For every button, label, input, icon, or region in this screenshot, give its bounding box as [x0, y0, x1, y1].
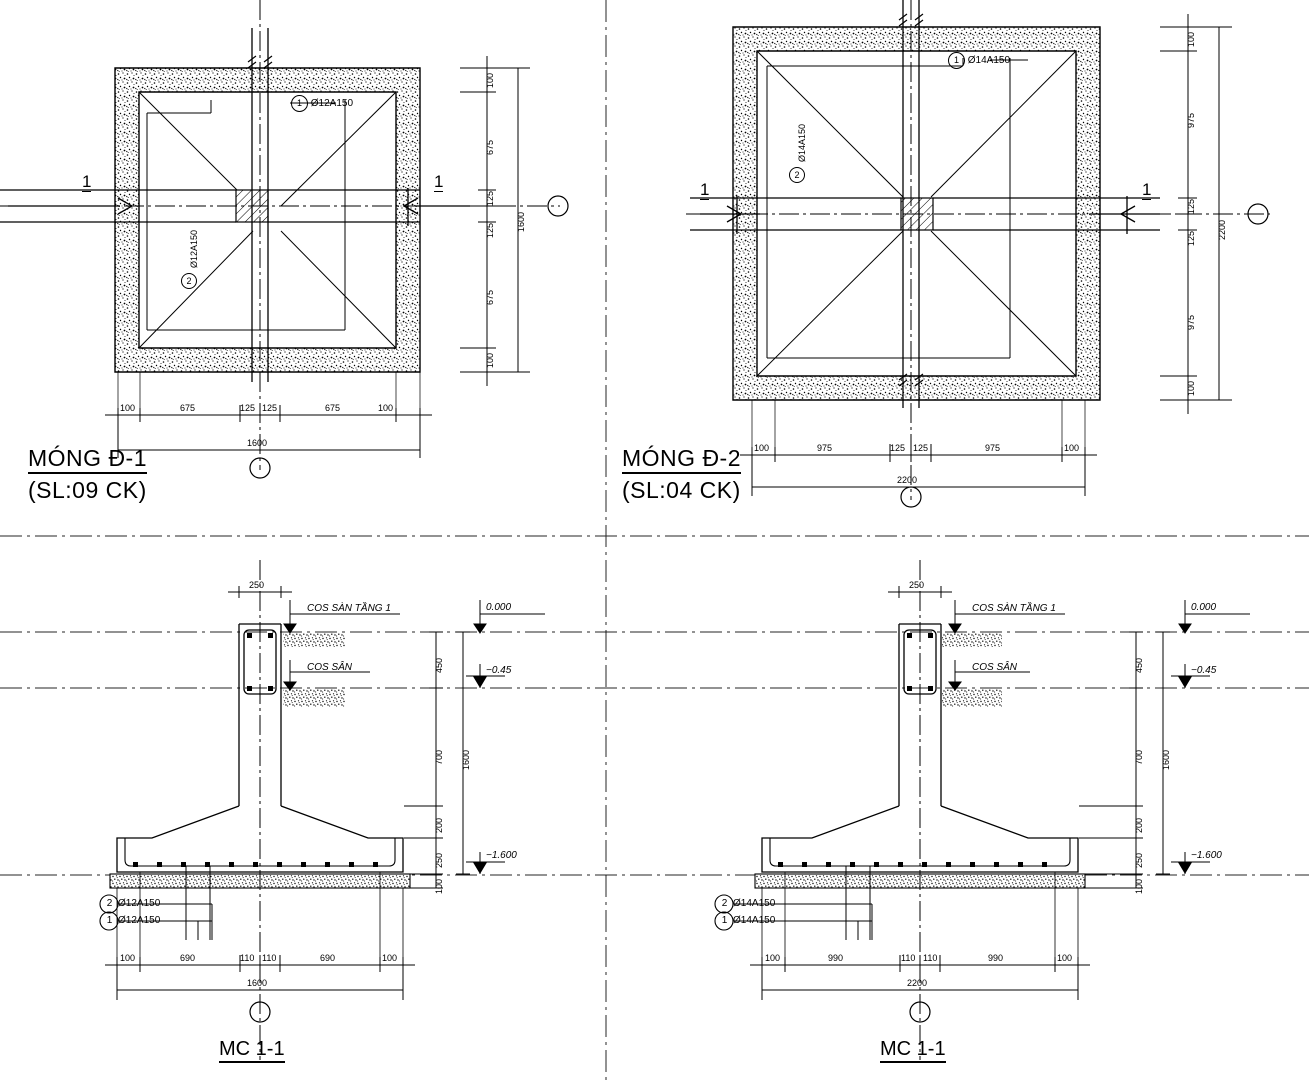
dim-d1-plan-v-3: 125	[485, 222, 495, 238]
dim-d1-sec-v-1: 700	[434, 749, 444, 765]
dim-d2-plan-h-3: 125	[913, 443, 929, 453]
rebar-label-2-d2-sec: Ø14A150	[733, 898, 776, 909]
section-mark-right-d1: 1	[434, 172, 444, 192]
dim-d1-plan-h-4: 675	[325, 403, 341, 413]
dim-d2-sec-v-0: 450	[1134, 657, 1144, 673]
rebar-label-2-d1-sec: Ø12A150	[118, 898, 161, 909]
plan-title-d1: MÓNG Đ-1	[28, 445, 147, 474]
section-mark-left-d2: 1	[700, 180, 710, 200]
rebar-label-2-d1-plan: Ø12A150	[189, 229, 199, 268]
plan-qty-d1: (SL:09 CK)	[28, 477, 147, 503]
section-mark-left-d1: 1	[82, 172, 92, 192]
dim-d1-sec-h-total: 1600	[247, 978, 268, 988]
dim-d2-sec-h-2: 110	[901, 953, 916, 963]
dim-d2-plan-v-2: 125	[1186, 198, 1196, 214]
dim-d1-plan-h-3: 125	[262, 403, 278, 413]
dim-d1-plan-h-2: 125	[240, 403, 256, 413]
dim-d1-sec-h-0: 100	[120, 953, 136, 963]
rebar-label-1-d1-plan: Ø12A150	[310, 98, 354, 109]
rebar-label-1-d1-sec: Ø12A150	[118, 915, 161, 926]
dim-d1-sec-v-0: 450	[434, 657, 444, 673]
callout-circle-2-d2-plan: 2	[789, 167, 805, 183]
dim-d1-plan-h-1: 675	[180, 403, 196, 413]
dim-d2-plan-h-total: 2200	[897, 475, 918, 485]
section-title-d2: MC 1-1	[880, 1038, 946, 1063]
level-d1-0: 0.000	[486, 602, 512, 613]
callout-mark-1-d2-sec: 1	[721, 915, 728, 926]
rebar-label-1-d2-sec: Ø14A150	[733, 915, 776, 926]
level-d2-1: −0.45	[1191, 665, 1217, 676]
dim-d1-plan-h-total: 1600	[247, 438, 268, 448]
rebar-label-2-d2-plan: Ø14A150	[797, 123, 807, 162]
callout-circle-1-d2: 1	[948, 52, 965, 69]
rebar-callout-1-d1-plan: 1 Ø12A150	[291, 95, 353, 112]
dim-d2-sec-h-5: 100	[1057, 953, 1073, 963]
dim-d2-plan-h-5: 100	[1064, 443, 1080, 453]
dim-d2-plan-h-0: 100	[754, 443, 770, 453]
dim-d1-plan-v-4: 675	[485, 289, 495, 305]
dim-d2-sec-h-3: 110	[923, 953, 938, 963]
dim-d2-plan-v-total: 2200	[1217, 219, 1227, 240]
dim-d2-plan-v-4: 975	[1186, 314, 1196, 330]
dim-d2-plan-h-2: 125	[890, 443, 906, 453]
callout-circle-1: 1	[291, 95, 308, 112]
dim-d2-sec-v-3: 250	[1134, 852, 1144, 868]
level-d2-2: −1.600	[1191, 850, 1222, 861]
dim-d1-plan-h-5: 100	[378, 403, 394, 413]
dim-d2-plan-h-4: 975	[985, 443, 1001, 453]
dim-d2-plan-v-1: 975	[1186, 112, 1196, 128]
dim-d2-sec-v-1: 700	[1134, 749, 1144, 765]
dim-d1-sec-h-1: 690	[180, 953, 196, 963]
dim-d1-plan-v-0: 100	[485, 72, 495, 88]
callout-mark-2-d2-sec: 2	[721, 898, 728, 909]
level-note-d1-1: COS SÂN	[307, 662, 353, 673]
section-mark-right-d2: 1	[1142, 180, 1152, 200]
dim-d1-plan-h-0: 100	[120, 403, 136, 413]
section-title-d1: MC 1-1	[219, 1038, 285, 1063]
level-d2-0: 0.000	[1191, 602, 1217, 613]
callout-mark-1-d1-sec: 1	[106, 915, 113, 926]
dim-d2-plan-h-1: 975	[817, 443, 833, 453]
rebar-label-1-d2-plan: Ø14A150	[967, 55, 1011, 66]
dim-d1-sec-h-3: 110	[262, 953, 277, 963]
dim-d1-plan-v-1: 675	[485, 139, 495, 155]
level-note-d1-0: COS SÀN TẦNG 1	[307, 603, 391, 614]
plan-title-d2: MÓNG Đ-2	[622, 445, 741, 474]
callout-mark-2-d1-sec: 2	[106, 898, 113, 909]
dim-d2-sec-h-4: 990	[988, 953, 1004, 963]
dim-d1-column-width: 250	[249, 580, 265, 590]
dim-d1-sec-v-4: 100	[434, 878, 444, 894]
level-note-d2-0: COS SÀN TẦNG 1	[972, 603, 1056, 614]
dim-d2-plan-v-5: 100	[1186, 380, 1196, 396]
dim-d2-column-width: 250	[909, 580, 925, 590]
dim-d1-sec-v-2: 200	[434, 817, 444, 833]
dim-d2-sec-h-0: 100	[765, 953, 781, 963]
level-d1-1: −0.45	[486, 665, 512, 676]
dim-d2-plan-v-3: 125	[1186, 230, 1196, 246]
dim-d2-sec-v-total: 1600	[1161, 749, 1171, 770]
dim-d1-plan-v-total: 1600	[516, 211, 526, 232]
level-d1-2: −1.600	[486, 850, 517, 861]
dim-d2-sec-v-4: 100	[1134, 878, 1144, 894]
dim-d2-sec-h-1: 990	[828, 953, 844, 963]
rebar-callout-1-d2-plan: 1 Ø14A150	[948, 52, 1010, 69]
dim-d1-sec-h-2: 110	[240, 953, 255, 963]
plan-qty-d2: (SL:04 CK)	[622, 477, 741, 503]
dim-d1-sec-h-4: 690	[320, 953, 336, 963]
level-note-d2-1: COS SÂN	[972, 662, 1018, 673]
dim-d2-sec-h-total: 2200	[907, 978, 928, 988]
dim-d1-sec-v-3: 250	[434, 852, 444, 868]
dim-d2-sec-v-2: 200	[1134, 817, 1144, 833]
dim-d1-plan-v-5: 100	[485, 352, 495, 368]
dim-d2-plan-v-0: 100	[1186, 31, 1196, 47]
dim-d1-plan-v-2: 125	[485, 190, 495, 206]
dim-d1-sec-h-5: 100	[382, 953, 398, 963]
callout-circle-2-d1-plan: 2	[181, 273, 197, 289]
dim-d1-sec-v-total: 1600	[461, 749, 471, 770]
